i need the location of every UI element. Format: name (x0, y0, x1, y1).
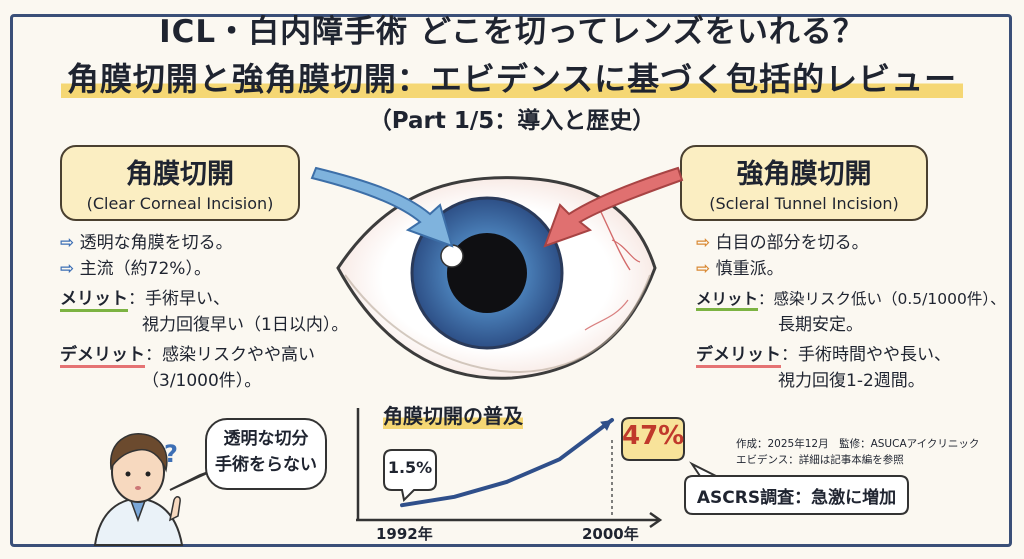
sclera-merit-text1: ：感染リスク低い（0.5/1000件）、 (758, 290, 1006, 308)
chart-x-arrowhead (649, 511, 663, 529)
chart-trend-line (400, 418, 614, 508)
chart-title: 角膜切開の普及 (383, 400, 523, 429)
sclera-demerit: デメリット：手術時間やや長い、 (696, 342, 1006, 368)
cornea-arrow (310, 166, 454, 248)
cornea-point1-text: 透明な角膜を切る。 (79, 233, 233, 253)
cornea-merit-label: メリット (60, 289, 128, 312)
arrow-right-icon: ⇨ (60, 259, 75, 279)
x-tick-1992: 1992年 (376, 525, 433, 543)
start-value-label: 1.5% (387, 458, 433, 477)
ascrs-note-bubble (684, 461, 909, 515)
sclera-point1-text: 白目の部分を切る。 (715, 233, 869, 253)
cornea-merit-cont: 視力回復早い（1日以内）。 (142, 315, 349, 335)
page-frame (10, 14, 1012, 547)
arrow-right-icon: ⇨ (696, 259, 711, 279)
cornea-demerit-label: デメリット (60, 345, 145, 368)
sclera-subtitle: (Scleral Tunnel Incision) (709, 194, 899, 213)
doctor-avatar (93, 432, 184, 546)
title-line3: （Part 1/5：導入と歴史） (368, 108, 656, 134)
sclera-point1: ⇨ 白目の部分を切る。 (696, 230, 1006, 256)
start-value-bubble (383, 449, 437, 503)
speech-line2: 手術をらない (215, 455, 317, 475)
cornea-point1: ⇨ 透明な角膜を切る。 (60, 230, 348, 256)
ascrs-note: ASCRS調査：急激に増加 (696, 488, 897, 508)
credit-line2: エビデンス：詳細は記事本編を参照 (736, 454, 904, 466)
sclera-merit-label: メリット (696, 290, 759, 311)
arrow-right-icon: ⇨ (696, 233, 711, 253)
cornea-point2: ⇨ 主流（約72%）。 (60, 256, 348, 282)
speech-bubble: 透明な切分 手術をらない (205, 418, 327, 490)
sclera-demerit-text1: ：手術時間やや長い、 (781, 345, 951, 365)
credits: 作成：2025年12月 監修：ASUCAアイクリニック エビデンス：詳細は記事本… (736, 436, 979, 468)
sclera-details: ⇨ 白目の部分を切る。 ⇨ 慎重派。 メリット：感染リスク低い（0.5/1000… (696, 230, 1006, 394)
credit-line1: 作成：2025年12月 監修：ASUCAアイクリニック (736, 438, 980, 450)
cornea-demerit-cont: （3/1000件）。 (142, 371, 262, 391)
sclera-label-box: 強角膜切開 (Scleral Tunnel Incision) (680, 145, 928, 221)
sclera-merit: メリット：感染リスク低い（0.5/1000件）、 (696, 286, 1006, 312)
sclera-title: 強角膜切開 (736, 159, 872, 190)
chart-trend-arrowhead (600, 420, 612, 431)
title-line1: ICL・白内障手術 どこを切ってレンズをいれる？ (159, 14, 865, 50)
cornea-demerit: デメリット：感染リスクやや高い (60, 342, 348, 368)
sclera-demerit-cont: 視力回復1-2週間。 (778, 371, 925, 391)
sclera-arrow (543, 166, 684, 248)
cornea-merit: メリット：手術早い、 (60, 286, 348, 312)
cornea-title: 角膜切開 (126, 159, 234, 190)
cornea-point2-text: 主流（約72%）。 (79, 259, 211, 279)
title-line2: 角膜切開と強角膜切開：エビデンスに基づく包括的レビュー (0, 54, 1024, 100)
end-value-label: 47% (622, 421, 685, 451)
sclera-merit-cont: 長期安定。 (778, 315, 863, 335)
arrow-right-icon: ⇨ (60, 233, 75, 253)
question-mark-icon: ? (164, 440, 178, 468)
sclera-demerit-label: デメリット (696, 345, 781, 368)
speech-line1: 透明な切分 (223, 429, 309, 449)
sclera-point2-text: 慎重派。 (715, 259, 784, 279)
cornea-details: ⇨ 透明な角膜を切る。 ⇨ 主流（約72%）。 メリット：手術早い、 視力回復早… (60, 230, 348, 394)
cornea-label-box: 角膜切開 (Clear Corneal Incision) (60, 145, 300, 221)
cornea-subtitle: (Clear Corneal Incision) (86, 194, 274, 213)
end-value-badge (621, 417, 685, 461)
title-line2-text: 角膜切開と強角膜切開：エビデンスに基づく包括的レビュー (60, 60, 964, 98)
cornea-merit-text1: ：手術早い、 (128, 289, 230, 309)
x-tick-2000: 2000年 (582, 525, 639, 543)
cornea-demerit-text1: ：感染リスクやや高い (145, 345, 315, 365)
sclera-point2: ⇨ 慎重派。 (696, 256, 1006, 282)
